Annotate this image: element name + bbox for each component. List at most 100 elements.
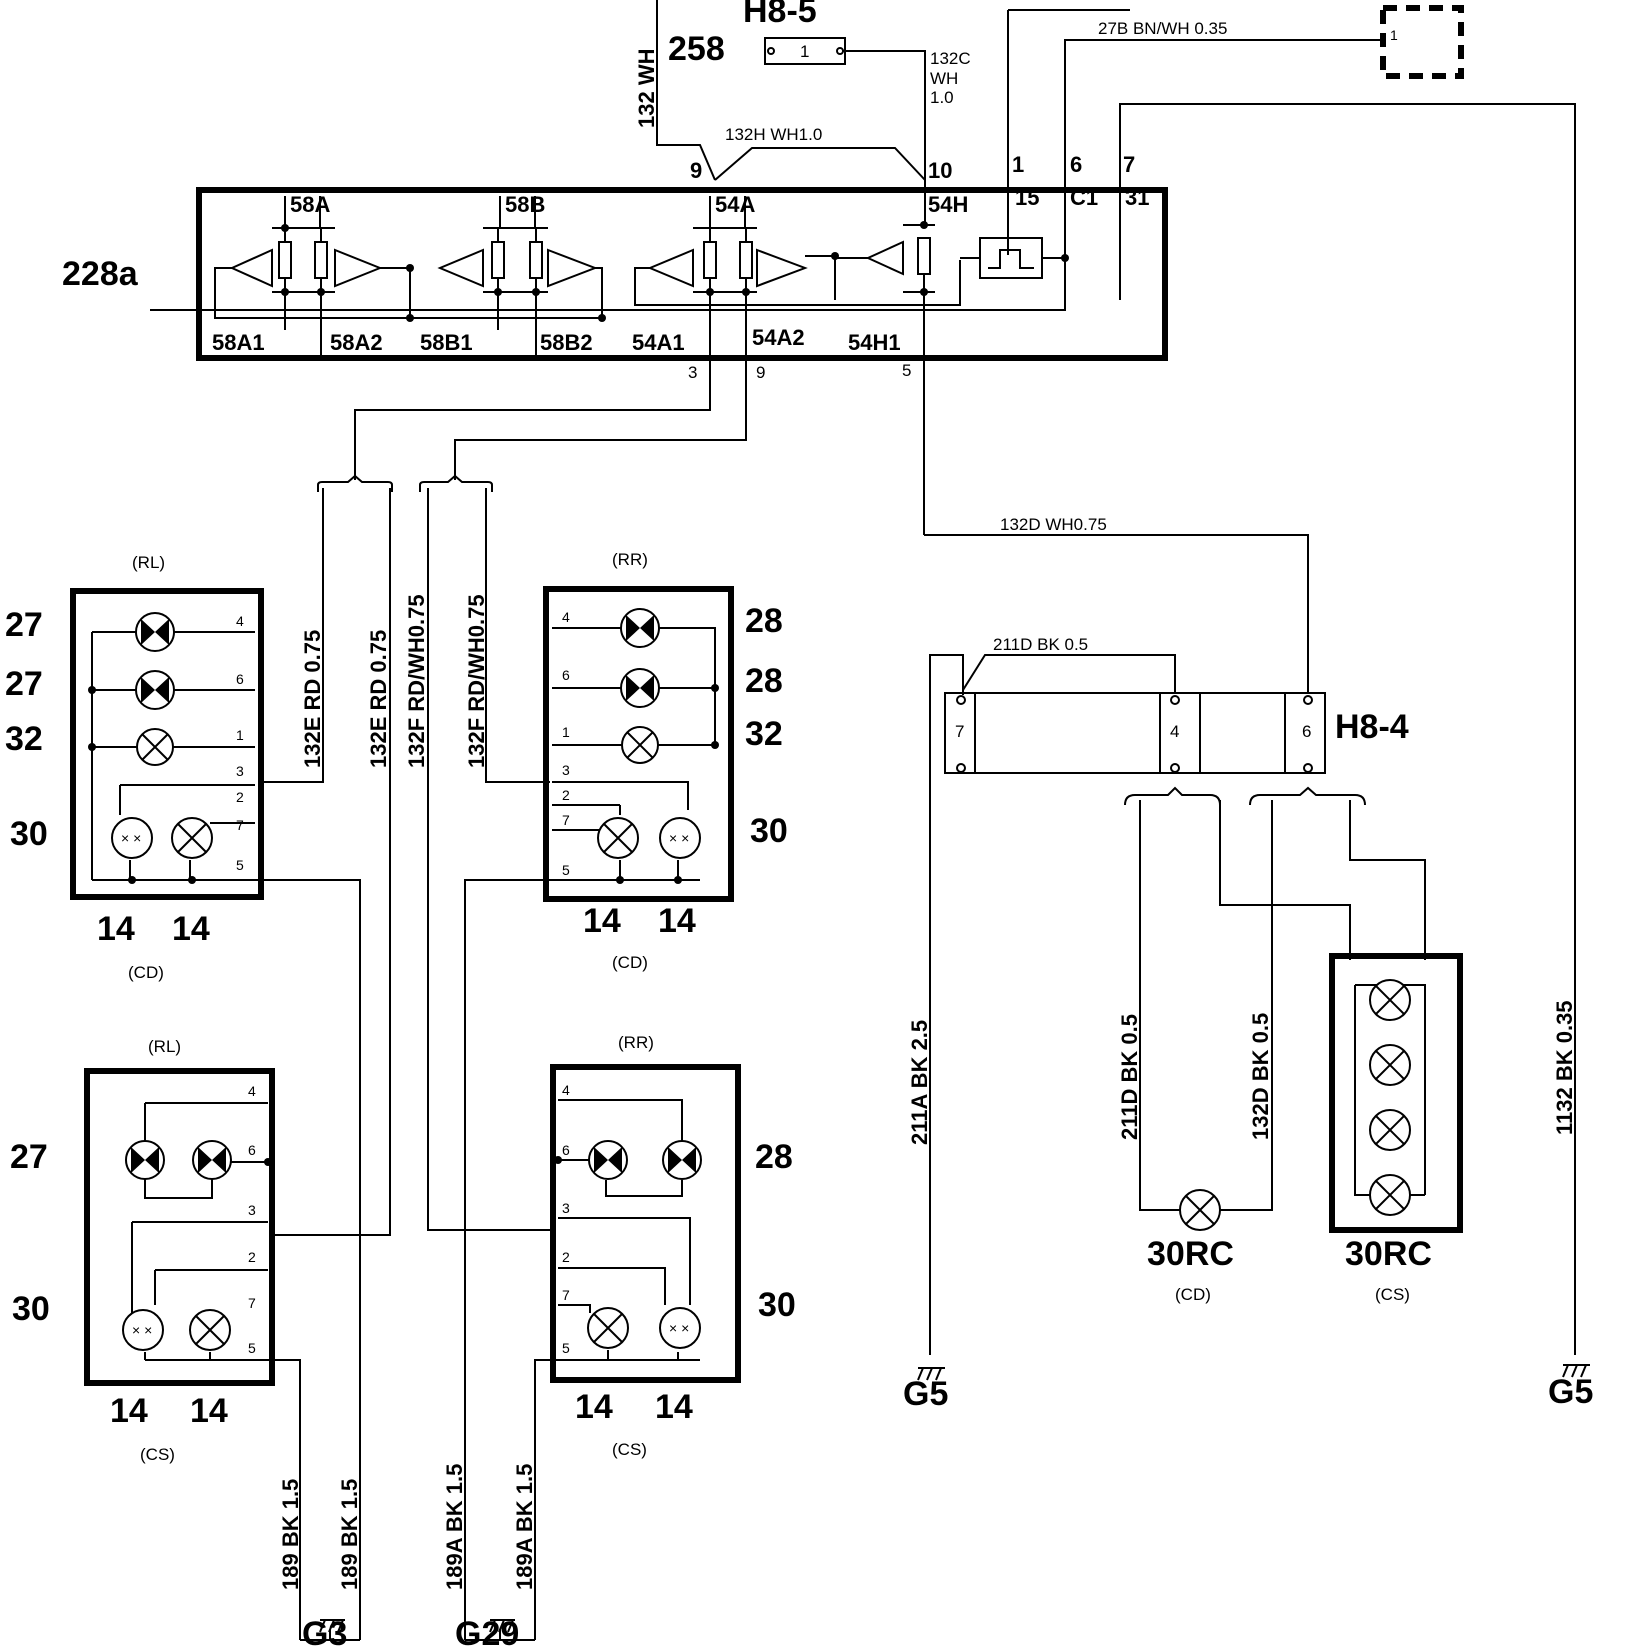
bulb-icon (135, 612, 175, 652)
rl-cs-func-30: 30 (12, 1290, 50, 1328)
rr-cs-pin-4: 4 (562, 1082, 570, 1098)
wire-132e-label-a: 132E RD 0.75 (300, 630, 325, 768)
bulb-icon (1369, 1174, 1411, 1216)
wire-189a-label-b: 189A BK 1.5 (512, 1464, 537, 1590)
rr-cd-func-28a: 28 (745, 602, 783, 640)
term-58b: 58B (505, 192, 545, 217)
wire-132h-label: 132H WH1.0 (725, 125, 822, 144)
wire-189-label-a: 189 BK 1.5 (278, 1479, 303, 1590)
rc-cs-variant: (CS) (1375, 1285, 1410, 1304)
rl-cd-pin-7: 7 (236, 817, 244, 833)
bulb-icon (620, 608, 660, 648)
fuse-pin: 1 (800, 42, 809, 61)
rr-cs-pin-2: 2 (562, 1249, 570, 1265)
ground-g3: G3 (302, 1615, 347, 1648)
rr-cd-pin-7: 7 (562, 812, 570, 828)
ground-g5-a: G5 (903, 1375, 948, 1413)
rr-cd-func-30: 30 (750, 812, 788, 850)
wire-189 (268, 1359, 301, 1640)
driver-54a (634, 196, 961, 440)
rr-cd-14b: 14 (658, 902, 696, 940)
rr-cs-pin-6: 6 (562, 1142, 570, 1158)
rr-cd-14a: 14 (583, 902, 621, 940)
bulb-icon (587, 1307, 629, 1349)
rr-cs-14b: 14 (655, 1388, 693, 1426)
wire-rr-cd-ground (464, 879, 552, 1640)
wire-132d-top-label: 132D WH0.75 (1000, 515, 1107, 534)
wire-132f-label-b: 132F RD/WH0.75 (464, 594, 489, 768)
rl-cd-position: (RL) (132, 553, 165, 572)
wire-132 (656, 0, 716, 181)
bulb-icon (136, 728, 174, 766)
h8-4-pin-6: 6 (1302, 722, 1311, 741)
rr-cd-pin-5: 5 (562, 862, 570, 878)
wire-132e (260, 360, 711, 1236)
wire-132e-label-b: 132E RD 0.75 (366, 630, 391, 768)
rl-cd-func-30: 30 (10, 815, 48, 853)
rr-cd-wiring (552, 627, 716, 881)
rc-cs-box (1329, 953, 1463, 1233)
term-54a: 54A (715, 192, 755, 217)
wire-rl-cd-ground (255, 879, 361, 1640)
bulb-icon (171, 817, 213, 859)
rl-cd-func-27b: 27 (5, 665, 43, 703)
rr-cd-variant: (CD) (612, 953, 648, 972)
rl-cs-position: (RL) (148, 1037, 181, 1056)
wire-189a-label-a: 189A BK 1.5 (442, 1464, 467, 1590)
lamp-box-rr-cs (550, 1064, 741, 1383)
rr-cd-pin-2: 2 (562, 787, 570, 803)
wire-211a-label: 211A BK 2.5 (907, 1020, 932, 1145)
h8-4-pin-4: 4 (1170, 722, 1179, 741)
module-label: 228a (62, 255, 139, 293)
bulb-icon: × × (111, 817, 153, 859)
pulse-icon (988, 249, 1034, 269)
bulb-icon (662, 1140, 702, 1180)
term-31: 31 (1125, 185, 1149, 210)
wire-211d-label: 211D BK 0.5 (1117, 1014, 1142, 1140)
wire-132d-label: 132D BK 0.5 (1248, 1013, 1273, 1140)
rl-cd-pin-4: 4 (236, 613, 244, 629)
rr-cs-pin-7: 7 (562, 1287, 570, 1303)
rl-cs-variant: (CS) (140, 1445, 175, 1464)
wire-211d-top-label: 211D BK 0.5 (993, 635, 1088, 654)
rr-cd-pin-1: 1 (562, 724, 570, 740)
bulb-icon (135, 670, 175, 710)
bulb-icon: × × (659, 817, 701, 859)
rl-cd-pin-5: 5 (236, 857, 244, 873)
ground-icon (1562, 1364, 1590, 1378)
rl-cs-14b: 14 (190, 1392, 228, 1430)
fuse-number: 258 (668, 30, 725, 68)
connector-h8-4 (944, 692, 1326, 774)
wire-27b (1064, 39, 1380, 255)
term-54h: 54H (928, 192, 968, 217)
rr-cs-func-28: 28 (755, 1138, 793, 1176)
dashed-connector-pin: 1 (1390, 27, 1398, 43)
rr-cd-position: (RR) (612, 550, 648, 569)
module-pin-6: 6 (1070, 152, 1082, 177)
bulb-icon (597, 817, 639, 859)
wire-pin1-up (1007, 9, 1130, 255)
wire-132c-size: 1.0 (930, 88, 954, 107)
ground-g29: G29 (455, 1615, 519, 1648)
rc-cs-label: 30RC (1345, 1235, 1432, 1273)
svg-text:× ×: × × (669, 830, 689, 846)
rc-cd-variant: (CD) (1175, 1285, 1211, 1304)
lamp-box-rl-cs (84, 1068, 275, 1386)
bulb-icon (621, 726, 659, 764)
ground-icon (465, 1619, 535, 1641)
connector-h8-4-label: H8-4 (1335, 708, 1409, 746)
bulb-icon (1369, 1109, 1411, 1151)
rr-cs-variant: (CS) (612, 1440, 647, 1459)
rl-cd-wiring (91, 631, 255, 881)
rl-cs-pin-6: 6 (248, 1142, 256, 1158)
wire-132c (843, 50, 926, 188)
out-pin-9: 9 (756, 363, 765, 382)
wire-189a (534, 1359, 558, 1640)
wire-132h (714, 147, 926, 181)
term-58a2: 58A2 (330, 330, 383, 355)
rr-cd-func-28b: 28 (745, 662, 783, 700)
ground-icon (300, 1619, 360, 1641)
lamp-box-rr-cd (543, 586, 734, 902)
svg-text:× ×: × × (669, 1320, 689, 1336)
